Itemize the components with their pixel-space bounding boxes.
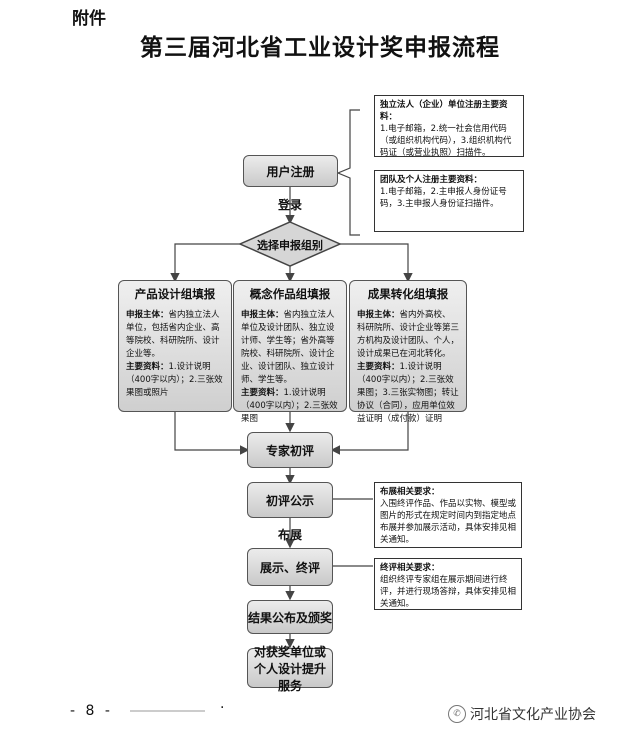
note-final-title: 终评相关要求： [380,563,440,573]
subject-text: 省内独立法人单位，包括省内企业、高等院校、科研院所、设计企业等。 [126,310,220,359]
subject-label: 申报主体： [241,310,284,320]
materials-label: 主要资料： [241,388,284,398]
column-concept-works: 概念作品组填报 申报主体：省内独立法人单位及设计团队、独立设计师、学生等；省外高… [233,280,347,424]
design-upgrade-service-step: 对获奖单位或个人设计提升服务 [247,645,333,693]
result-publish-step: 结果公布及颁奖 [247,600,333,634]
materials-text: 1.设计说明（400字以内）；2.三张效果图；3.三张实物图；转让协议（合同），… [357,362,459,424]
first-publicity-step: 初评公示 [247,482,333,518]
subject-label: 申报主体： [126,310,169,320]
exhibit-label: 布展 [278,528,303,542]
footer-source: ✆ 河北省文化产业协会 [448,704,596,724]
page-title: 第三届河北省工业设计奖申报流程 [140,35,500,61]
note-team-title: 团队及个人注册主要资料： [380,175,483,185]
materials-label: 主要资料： [357,362,400,372]
subject-label: 申报主体： [357,310,400,320]
note-company-body: 1.电子邮箱，2.统一社会信用代码（或组织机构代码），3.组织机构代码证（或营业… [380,124,512,158]
materials-text: 1.设计说明（400字以内）；2.三张效果图 [241,388,338,424]
note-company-title: 独立法人（企业）单位注册主要资料： [380,100,508,122]
page-number: - 8 - [70,703,113,719]
subject-text: 省内外高校、科研院所、设计企业等第三方机构及设计团队、个人，设计成果已在河北转化… [357,310,460,359]
note-exhibit-requirements: 布展相关要求： 入围终评作品、作品以实物、模型或图片的形式在规定时间内到指定地点… [374,482,522,548]
materials-text: 1.设计说明（400字以内）；2.三张效果图或照片 [126,362,223,398]
column-title: 概念作品组填报 [249,287,331,301]
expert-first-review-label: 专家初评 [265,443,314,458]
note-exhibit-title: 布展相关要求： [380,487,440,497]
design-upgrade-service-label: 对获奖单位或个人设计提升服务 [253,644,326,693]
note-team-registration: 团队及个人注册主要资料： 1.电子邮箱，2.主申报人身份证号码，3.主申报人身份… [374,170,524,232]
attachment-label: 附件 [72,9,106,29]
final-review-label: 展示、终评 [259,560,320,575]
final-review-step: 展示、终评 [247,548,333,586]
note-final-requirements: 终评相关要求： 组织终评专家组在展示期间进行终评，并进行现场答辩，具体安排见相关… [374,558,522,610]
materials-label: 主要资料： [126,362,169,372]
result-publish-label: 结果公布及颁奖 [248,610,333,625]
select-group-diamond [238,221,342,267]
footer-source-text: 河北省文化产业协会 [470,707,596,723]
note-exhibit-body: 入围终评作品、作品以实物、模型或图片的形式在规定时间内到指定地点布展并参加展示活… [380,499,517,545]
login-label: 登录 [278,198,303,212]
column-achievement-transfer: 成果转化组填报 申报主体：省内外高校、科研院所、设计企业等第三方机构及设计团队、… [349,280,467,424]
footer-dot: · [220,700,225,716]
register-label: 用户注册 [266,164,315,179]
column-title: 产品设计组填报 [134,287,216,301]
select-group-label: 选择申报组别 [257,239,323,252]
note-company-registration: 独立法人（企业）单位注册主要资料： 1.电子邮箱，2.统一社会信用代码（或组织机… [374,95,524,158]
wechat-icon: ✆ [448,705,466,723]
note-team-body: 1.电子邮箱，2.主申报人身份证号码，3.主申报人身份证扫描件。 [380,187,507,209]
column-product-design: 产品设计组填报 申报主体：省内独立法人单位，包括省内企业、高等院校、科研院所、设… [118,280,232,412]
note-final-body: 组织终评专家组在展示期间进行终评，并进行现场答辩，具体安排见相关通知。 [380,575,517,609]
subject-text: 省内独立法人单位及设计团队、独立设计师、学生等；省外高等院校、科研院所、设计企业… [241,310,335,385]
register-step: 用户注册 [243,155,338,187]
expert-first-review-step: 专家初评 [247,432,333,468]
column-title: 成果转化组填报 [367,287,449,301]
first-publicity-label: 初评公示 [265,493,314,508]
